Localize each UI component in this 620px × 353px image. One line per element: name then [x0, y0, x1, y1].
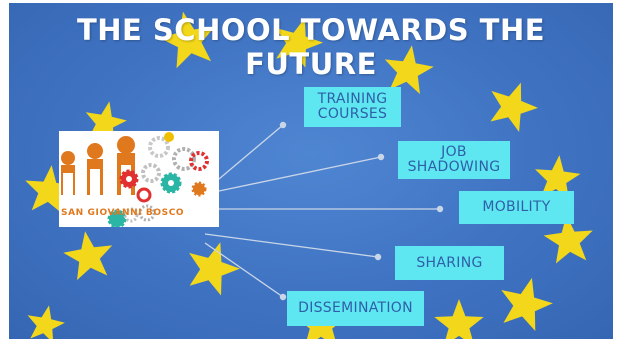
slide-title: THE SCHOOL TOWARDS THE FUTURE	[76, 13, 546, 81]
star-11	[189, 242, 240, 296]
connector-dot-2	[436, 205, 444, 213]
connector-dot-1	[377, 153, 385, 161]
star-6	[501, 277, 553, 331]
connector-line-1	[218, 156, 382, 192]
star-7	[434, 299, 484, 339]
connector-dot-4	[279, 293, 287, 301]
star-3	[490, 82, 538, 132]
star-13	[27, 305, 65, 339]
star-2	[384, 45, 434, 95]
topic-dissemination: DISSEMINATION	[287, 291, 424, 326]
connector-line-0	[218, 124, 284, 180]
logo-text: SAN GIOVANNI BOSCO	[61, 208, 185, 218]
star-10	[63, 231, 113, 281]
topic-sharing: SHARING	[395, 246, 504, 280]
connector-line-4	[204, 242, 284, 298]
gears-icon	[61, 132, 209, 227]
school-logo: SAN GIOVANNI BOSCO	[59, 131, 219, 227]
topic-training-courses: TRAINING COURSES	[304, 87, 401, 127]
connector-dot-0	[279, 121, 287, 129]
connector-line-3	[204, 233, 379, 258]
star-5	[543, 215, 593, 264]
slide: THE SCHOOL TOWARDS THE FUTURE	[9, 3, 613, 339]
topic-mobility: MOBILITY	[459, 191, 574, 224]
topic-job-shadowing: JOB SHADOWING	[398, 141, 510, 179]
star-1	[275, 18, 323, 68]
star-4	[535, 155, 581, 200]
star-9	[25, 165, 75, 214]
connector-dot-3	[374, 253, 382, 261]
star-0	[159, 11, 216, 69]
connector-lines	[204, 121, 444, 301]
